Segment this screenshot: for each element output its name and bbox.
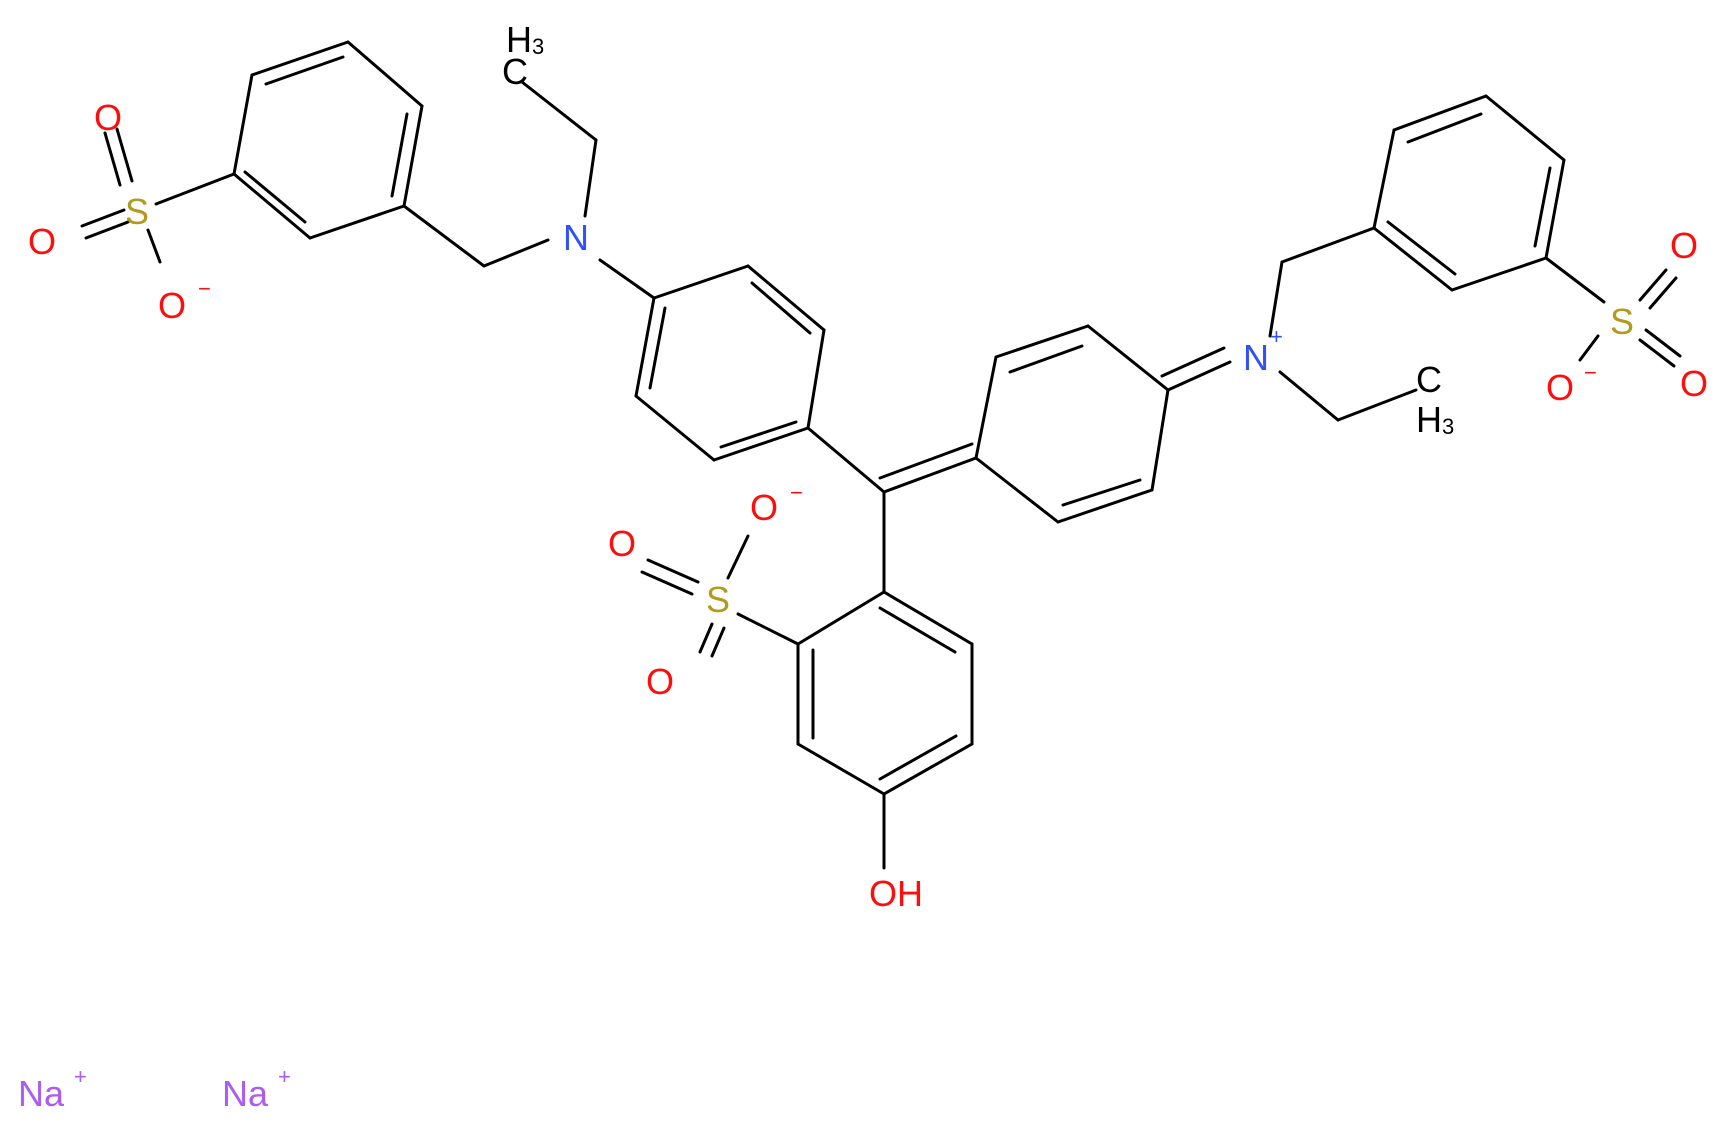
atom-o-mid-1: O xyxy=(608,523,636,564)
atom-h-top-sub: 3 xyxy=(532,34,544,59)
atom-n-right: N xyxy=(1243,337,1269,378)
atom-s-tl: S xyxy=(125,191,149,232)
atom-o-r-1: O xyxy=(1670,225,1698,266)
atom-o-mid-2: O xyxy=(646,661,674,702)
atom-o-r-2: O xyxy=(1680,363,1708,404)
atom-oh: OH xyxy=(869,873,923,914)
atom-o-tl-3: O xyxy=(158,285,186,326)
atom-n-left: N xyxy=(563,217,589,258)
charge-n-right: + xyxy=(1270,324,1283,349)
atom-s-mid: S xyxy=(706,579,730,620)
atom-o-r-3: O xyxy=(1546,367,1574,408)
charge-na-2: + xyxy=(278,1064,291,1089)
atom-h-top: H xyxy=(506,19,532,60)
atom-s-right: S xyxy=(1610,301,1634,342)
atom-h-right-sub: 3 xyxy=(1442,414,1454,439)
atom-h-right: H xyxy=(1416,399,1442,440)
ion-na-1: Na xyxy=(18,1073,65,1114)
charge-o-r-3: − xyxy=(1584,360,1597,385)
charge-o-mid-3: − xyxy=(790,480,803,505)
atom-o-tl-1: O xyxy=(94,97,122,138)
ion-na-2: Na xyxy=(222,1073,269,1114)
atom-o-mid-3: O xyxy=(750,487,778,528)
atom-c-right: C xyxy=(1416,359,1442,400)
charge-o-tl-3: − xyxy=(198,276,211,301)
atom-o-tl-2: O xyxy=(28,221,56,262)
bond-lines xyxy=(80,40,1682,870)
charge-na-1: + xyxy=(74,1064,87,1089)
atom-labels: O O S O − H 3 C N O − O S O OH N + C H 3… xyxy=(18,19,1708,1114)
atom-c-top: C xyxy=(502,51,528,92)
